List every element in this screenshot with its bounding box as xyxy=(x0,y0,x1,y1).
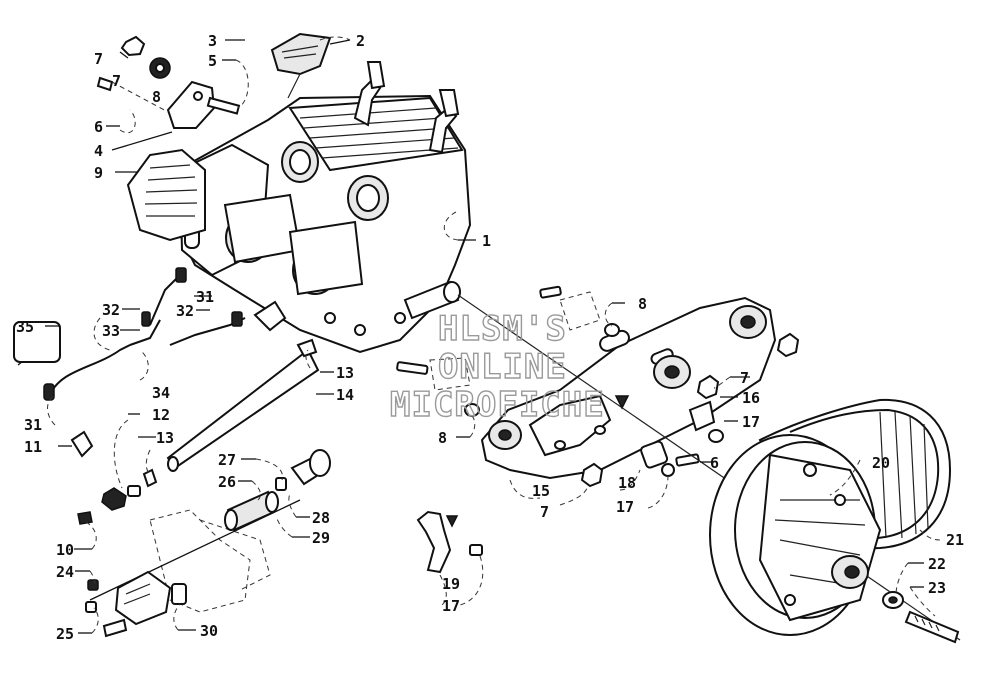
callout-20: 20 xyxy=(872,454,890,472)
clutch-bolt xyxy=(882,591,960,644)
callout-8-lower: 8 xyxy=(438,429,447,447)
engine-block xyxy=(176,94,472,354)
callout-labels: 1 2 3 4 5 6 6 7 7 7 7 8 8 8 9 10 11 12 1… xyxy=(16,32,964,643)
callout-31-left: 31 xyxy=(24,416,42,434)
callout-19: 19 xyxy=(442,575,460,593)
callout-29: 29 xyxy=(312,529,330,547)
callout-21: 21 xyxy=(946,531,964,549)
callout-14: 14 xyxy=(336,386,354,404)
intake-silencer xyxy=(126,148,206,242)
callout-23: 23 xyxy=(928,579,946,597)
leader-lines xyxy=(45,36,943,634)
callout-7-plate: 7 xyxy=(740,369,749,387)
callout-17-lower: 17 xyxy=(442,597,460,615)
callout-30: 30 xyxy=(200,622,218,640)
callout-10: 10 xyxy=(56,541,74,559)
small-bracket xyxy=(416,510,483,574)
callout-13-left: 13 xyxy=(156,429,174,447)
callout-18: 18 xyxy=(618,474,636,492)
callout-15: 15 xyxy=(532,482,550,500)
callout-7-top: 7 xyxy=(94,50,103,68)
callout-16: 16 xyxy=(742,389,760,407)
bracket-group-top xyxy=(96,35,241,129)
callout-4: 4 xyxy=(94,142,103,160)
callout-17-mid: 17 xyxy=(616,498,634,516)
callout-35: 35 xyxy=(16,318,34,336)
callout-7-lower: 7 xyxy=(540,503,549,521)
watermark-line-2: ONLINE xyxy=(438,347,567,387)
watermark: HLSM'S ONLINE MICROFICHE xyxy=(389,308,605,425)
callout-6-right: 6 xyxy=(710,454,719,472)
callout-22: 22 xyxy=(928,555,946,573)
callout-12: 12 xyxy=(152,406,170,424)
fuel-lines xyxy=(43,267,287,401)
vent-hose xyxy=(166,338,320,472)
watermark-line-3: MICROFICHE xyxy=(390,385,605,425)
callout-8-plate: 8 xyxy=(638,295,647,313)
callout-9: 9 xyxy=(94,164,103,182)
spark-plug-caps xyxy=(353,61,460,154)
callout-32-right: 32 xyxy=(176,302,194,320)
chaincase-plate xyxy=(480,296,777,480)
callout-13-right: 13 xyxy=(336,364,354,382)
engine-decal xyxy=(270,32,332,99)
lower-mount-group xyxy=(85,449,331,638)
callout-5: 5 xyxy=(208,52,217,70)
callout-34: 34 xyxy=(152,384,170,402)
callout-26: 26 xyxy=(218,473,236,491)
callout-32-left: 32 xyxy=(102,301,120,319)
fittings-group xyxy=(70,430,158,525)
plate-hardware xyxy=(396,285,800,488)
callout-2: 2 xyxy=(356,32,365,50)
callout-3: 3 xyxy=(208,32,217,50)
callout-28: 28 xyxy=(312,509,330,527)
callout-33: 33 xyxy=(102,322,120,340)
drive-clutch xyxy=(709,434,882,636)
callout-8-top: 8 xyxy=(152,88,161,106)
callout-11: 11 xyxy=(24,438,42,456)
callout-17-right: 17 xyxy=(742,413,760,431)
callout-1: 1 xyxy=(482,232,491,250)
callout-31-right: 31 xyxy=(196,288,214,306)
callout-6-top: 6 xyxy=(94,118,103,136)
callout-25: 25 xyxy=(56,625,74,643)
watermark-line-1: HLSM'S xyxy=(438,309,567,349)
callout-27: 27 xyxy=(218,451,236,469)
callout-24: 24 xyxy=(56,563,74,581)
callout-7-bolt: 7 xyxy=(112,72,121,90)
spring xyxy=(13,321,61,366)
